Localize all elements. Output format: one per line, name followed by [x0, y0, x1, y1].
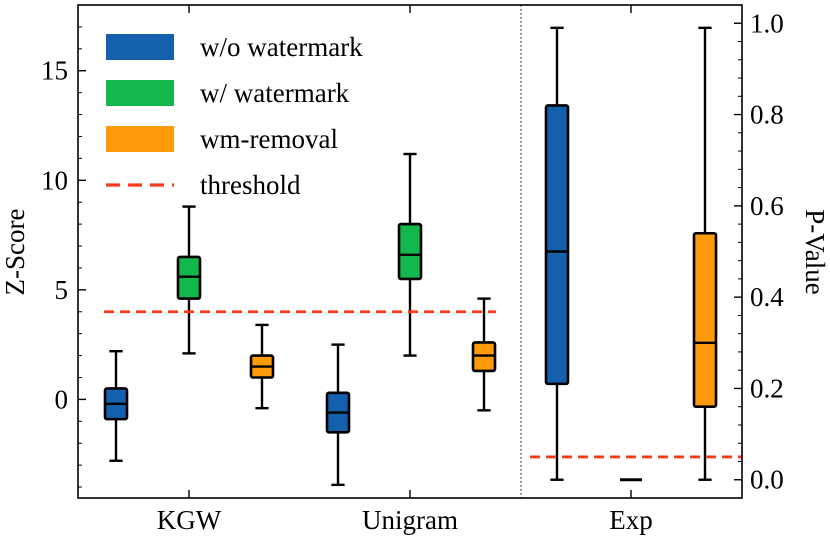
- left-y-tick-label: 5: [55, 275, 69, 305]
- right-y-tick-label: 0.8: [750, 100, 784, 130]
- x-tick-label: Exp: [609, 505, 653, 535]
- legend-label: wm-removal: [200, 124, 338, 154]
- x-tick-label: Unigram: [362, 505, 458, 535]
- box-unigram-wm-removal: [471, 297, 497, 412]
- left-y-tick-label: 10: [41, 165, 68, 195]
- right-y-tick-label: 1.0: [750, 8, 784, 38]
- legend-swatch: [106, 126, 174, 152]
- box-exp-wm-removal: [692, 26, 718, 481]
- box-exp-w-o-watermark-box: [544, 104, 570, 386]
- legend-swatch: [106, 34, 174, 60]
- right-y-tick-label: 0.2: [750, 373, 784, 403]
- legend-entry: w/ watermark: [106, 78, 350, 108]
- box-unigram-w-o-watermark: [325, 343, 351, 487]
- left-y-axis-title: Z-Score: [0, 209, 30, 296]
- right-y-axis-title: P-Value: [800, 209, 830, 294]
- box-exp-w-o-watermark: [544, 26, 570, 481]
- x-tick-label: KGW: [157, 505, 222, 535]
- box-kgw-w-o-watermark: [103, 349, 129, 462]
- data-layer: [103, 26, 742, 487]
- box-kgw-w-watermark: [176, 205, 202, 355]
- legend-entry: wm-removal: [106, 124, 338, 154]
- box-unigram-w-watermark-box: [397, 222, 423, 281]
- box-kgw-wm-removal: [249, 323, 275, 410]
- legend-label: w/ watermark: [200, 78, 350, 108]
- box-exp-wm-removal-box: [692, 231, 718, 409]
- right-y-tick-label: 0.6: [750, 191, 784, 221]
- right-y-tick-label: 0.4: [750, 282, 784, 312]
- left-y-tick-label: 15: [41, 56, 68, 86]
- box-unigram-w-watermark: [397, 152, 423, 357]
- legend-entry: w/o watermark: [106, 32, 363, 62]
- legend-entry: threshold: [106, 170, 301, 200]
- legend-label: w/o watermark: [200, 32, 363, 62]
- left-y-tick-label: 0: [55, 384, 69, 414]
- right-y-tick-label: 0.0: [750, 465, 784, 495]
- legend-swatch: [106, 80, 174, 106]
- legend: w/o watermark w/ watermark wm-removal thres…: [106, 32, 363, 200]
- legend-label: threshold: [200, 170, 301, 200]
